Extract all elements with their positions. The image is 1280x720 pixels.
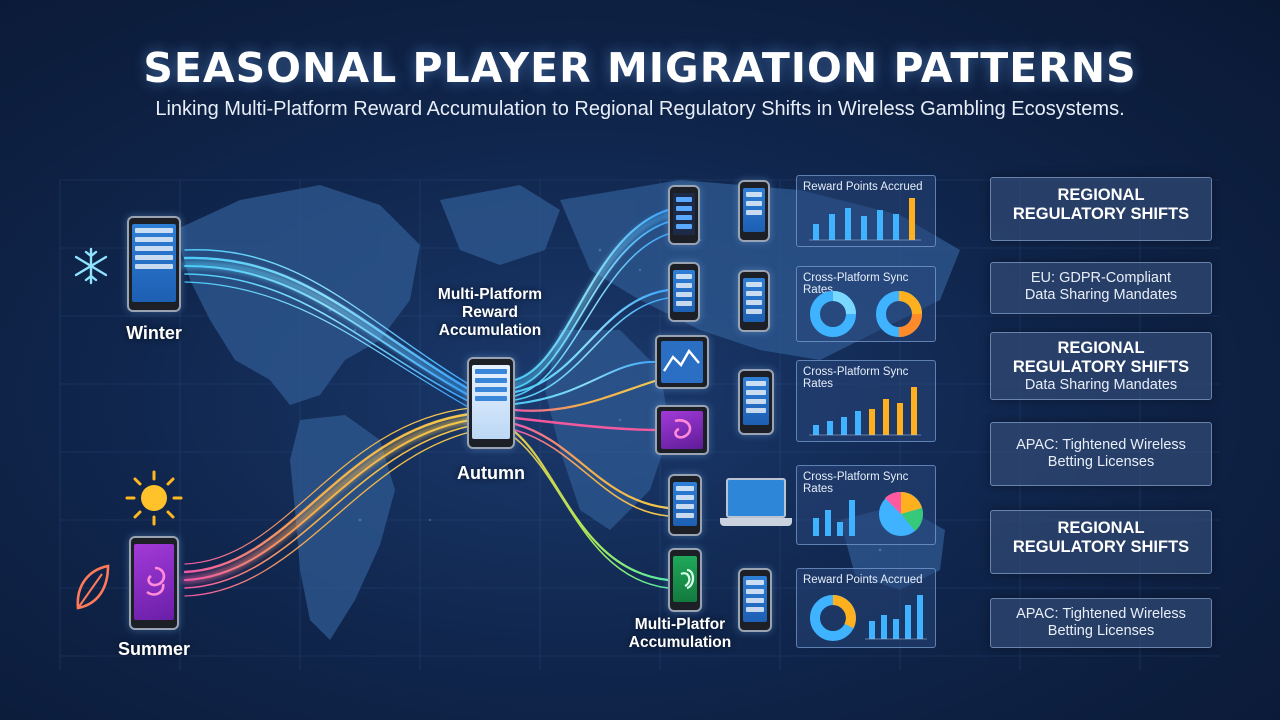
summer-label: Summer [117,639,191,659]
reg-4-body-1: APAC: Tightened Wireless [1016,437,1186,453]
reg-3-head-1: REGIONAL [1057,339,1145,357]
sun-icon [125,470,183,526]
snowflake-icon [74,247,108,285]
panel-4-chart [813,491,923,536]
device-phone-4 [738,270,770,332]
device-phone-7 [668,548,702,612]
device-tablet-chart [655,335,709,389]
regulatory-box-2: EU: GDPR-Compliant Data Sharing Mandates [990,262,1212,314]
winter-label: Winter [126,323,182,343]
hub-label-line-1: Multi-Platform [437,286,543,303]
reg-1-head-1: REGIONAL [1057,186,1145,204]
summer-phone [129,536,179,630]
hub-label-line-2: Reward [462,304,518,321]
panel-3-title: Cross-Platform Sync Rates [803,366,909,390]
bottom-label-line-2: Accumulation [628,634,732,651]
hub-label-line-3: Accumulation [438,322,542,339]
reg-2-body-2: Data Sharing Mandates [1024,287,1178,303]
panel-sync-rates-1: Cross-Platform Sync Rates [796,266,936,342]
reg-3-head-2: REGULATORY SHIFTS [1012,358,1190,376]
panel-5-title: Reward Points Accrued [803,574,923,586]
laptop-device [720,478,792,530]
reg-5-head-1: REGIONAL [1057,519,1145,537]
panel-5-chart [810,595,927,641]
reg-1-head-2: REGULATORY SHIFTS [1012,205,1190,223]
reg-3-body-1: Data Sharing Mandates [1024,377,1178,393]
device-phone-5 [738,369,774,435]
panel-sync-rates-3: Cross-Platform Sync Rates [796,465,936,545]
panel-reward-points-2: Reward Points Accrued [796,568,936,648]
reg-5-head-2: REGULATORY SHIFTS [1012,538,1190,556]
hub-phone [467,357,515,449]
panel-3-bar-chart [809,387,921,436]
hub-label: Multi-Platform Reward Accumulation [420,286,560,340]
panel-1-title: Reward Points Accrued [803,181,923,193]
device-phone-1 [668,185,700,245]
reg-4-body-2: Betting Licenses [1047,454,1155,470]
bottom-accumulation-label: Multi-Platfor Accumulation [610,616,750,652]
page-title: SEASONAL PLAYER MIGRATION PATTERNS [143,44,1137,92]
reg-2-body-1: EU: GDPR-Compliant [1030,270,1172,286]
device-phone-2 [738,180,770,242]
panel-2-donuts [810,291,922,337]
panel-1-bar-chart [809,198,921,241]
reg-6-body-1: APAC: Tightened Wireless [1016,606,1186,622]
regulatory-box-6: APAC: Tightened Wireless Betting License… [990,598,1212,648]
device-phone-3 [668,262,700,322]
leaf-icon [76,564,110,610]
panel-sync-rates-2: Cross-Platform Sync Rates [796,360,936,442]
regulatory-box-1: REGIONAL REGULATORY SHIFTS [990,177,1212,241]
page-subtitle: Linking Multi-Platform Reward Accumulati… [155,98,1125,120]
device-phone-6 [668,474,702,536]
device-tablet-game [655,405,709,455]
panel-4-title: Cross-Platform Sync Rates [803,471,909,495]
regulatory-box-3: REGIONAL REGULATORY SHIFTS Data Sharing … [990,332,1212,400]
bottom-label-line-1: Multi-Platfor [634,616,726,633]
device-phone-8 [738,568,772,632]
panel-reward-points-1: Reward Points Accrued [796,175,936,247]
regulatory-box-5: REGIONAL REGULATORY SHIFTS [990,510,1212,574]
regulatory-box-4: APAC: Tightened Wireless Betting License… [990,422,1212,486]
reg-6-body-2: Betting Licenses [1047,623,1155,639]
winter-phone [127,216,181,312]
autumn-label: Autumn [457,463,525,483]
